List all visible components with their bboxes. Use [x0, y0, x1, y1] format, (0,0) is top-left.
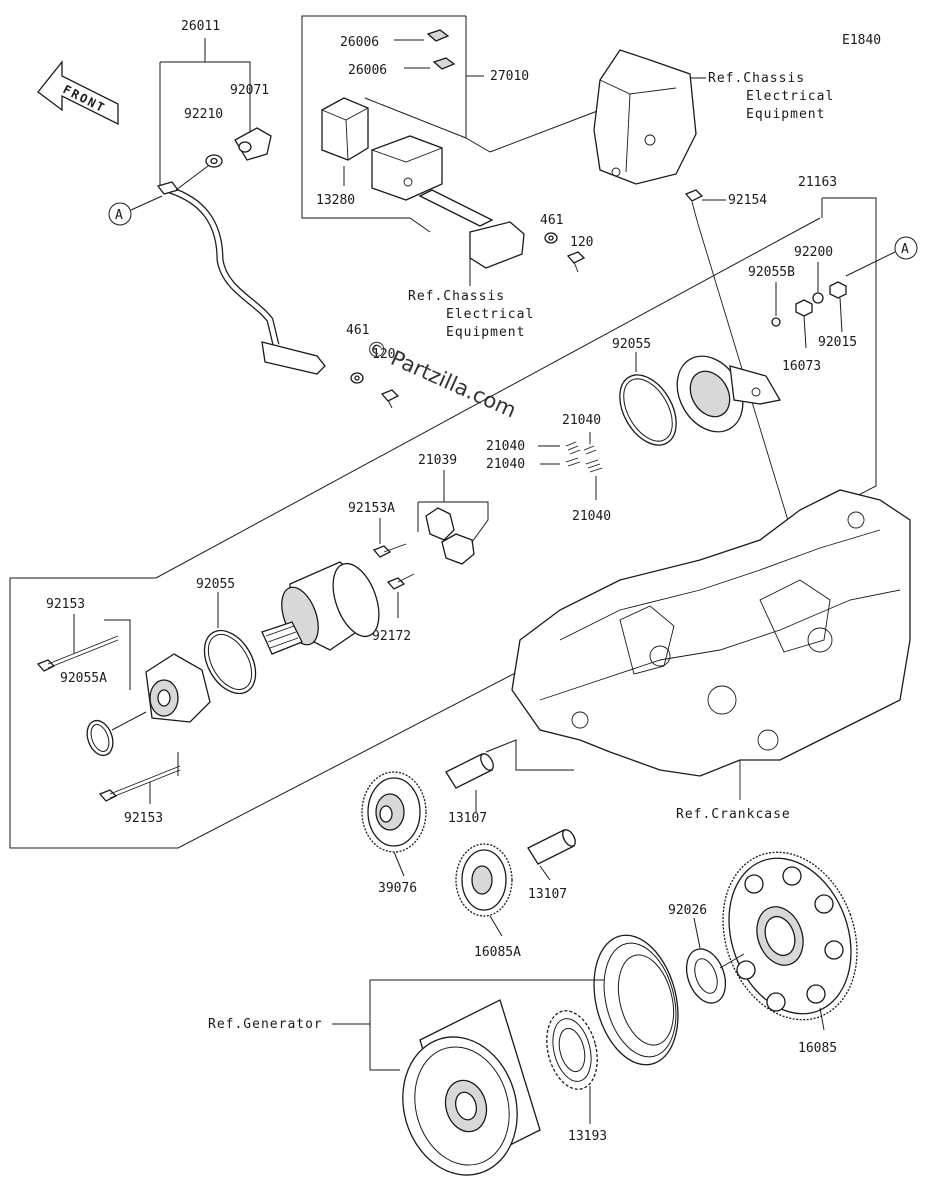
washer-461-lower	[350, 372, 364, 384]
part-label-21040-d[interactable]: 21040	[572, 509, 611, 524]
part-label-16085[interactable]: 16085	[798, 1041, 837, 1056]
gear-16085A	[455, 843, 513, 937]
starter-motor-assembly-frame	[9, 197, 877, 849]
part-label-21163[interactable]: 21163	[798, 175, 837, 190]
part-label-461-lower[interactable]: 461	[346, 323, 369, 338]
crankcase	[511, 489, 911, 800]
washer-461-upper	[544, 232, 558, 244]
washer-92200	[812, 262, 824, 304]
one-way-clutch-13193	[546, 1010, 598, 1124]
part-label-92154[interactable]: 92154	[728, 193, 767, 208]
part-label-92153-upper[interactable]: 92153	[46, 597, 85, 612]
generator-flywheel	[402, 999, 541, 1176]
front-direction-arrow: FRONT	[37, 60, 119, 126]
part-label-16073[interactable]: 16073	[782, 359, 821, 374]
part-label-120-lower[interactable]: 120	[372, 347, 395, 362]
shaft-13107-upper	[445, 753, 494, 812]
ref-chassis-mid-line1[interactable]: Ref.Chassis	[408, 289, 505, 304]
part-label-26011[interactable]: 26011	[181, 19, 220, 34]
starter-cable	[156, 38, 326, 375]
diagram-code: E1840	[842, 33, 881, 48]
screw-92153A	[372, 518, 407, 558]
oring-92055B	[771, 282, 781, 327]
shaft-13107-lower	[527, 829, 576, 881]
part-label-92153A[interactable]: 92153A	[348, 501, 395, 516]
part-label-92055B[interactable]: 92055B	[748, 265, 795, 280]
starter-relay	[371, 135, 525, 269]
part-label-26006-b[interactable]: 26006	[348, 63, 387, 78]
callout-a-right-letter: A	[901, 242, 909, 257]
brush-springs-21040	[538, 432, 603, 500]
part-label-92015[interactable]: 92015	[818, 335, 857, 350]
part-label-92055-upper[interactable]: 92055	[612, 337, 651, 352]
relay-cover-13280	[321, 97, 369, 161]
part-label-92210[interactable]: 92210	[184, 107, 223, 122]
part-label-92071[interactable]: 92071	[230, 83, 269, 98]
washer-92026	[685, 917, 745, 1004]
part-label-92026[interactable]: 92026	[668, 903, 707, 918]
screw-92172	[386, 573, 415, 618]
ref-chassis-top-line2[interactable]: Electrical	[746, 89, 834, 104]
part-label-13193[interactable]: 13193	[568, 1129, 607, 1144]
part-label-461-upper[interactable]: 461	[540, 213, 563, 228]
part-label-13107-lower[interactable]: 13107	[528, 887, 567, 902]
idle-gear-39076	[361, 771, 427, 877]
through-bolt-92153-upper	[36, 614, 119, 672]
part-label-21039[interactable]: 21039	[418, 453, 457, 468]
through-bolt-92153-lower	[98, 765, 181, 804]
bolt-120-upper	[566, 251, 586, 273]
relay-group-frame	[301, 15, 601, 233]
part-label-39076[interactable]: 39076	[378, 881, 417, 896]
ref-chassis-mid-line3[interactable]: Equipment	[446, 325, 525, 340]
ref-generator-bracket	[332, 979, 604, 1071]
ref-chassis-top-line1[interactable]: Ref.Chassis	[708, 71, 805, 86]
oring-92055A	[86, 711, 147, 757]
nut-16073	[795, 299, 813, 349]
part-label-92200[interactable]: 92200	[794, 245, 833, 260]
part-label-27010[interactable]: 27010	[490, 69, 529, 84]
brush-holder-21039	[417, 470, 489, 565]
callout-a-right: A	[845, 236, 918, 277]
starter-rear-cover	[676, 355, 782, 433]
ref-generator[interactable]: Ref.Generator	[208, 1017, 323, 1032]
part-label-92055-lower[interactable]: 92055	[196, 577, 235, 592]
starter-clutch-gear-16085	[722, 851, 858, 1031]
generator-rotor	[593, 934, 679, 1066]
part-label-16085A[interactable]: 16085A	[474, 945, 521, 960]
ref-chassis-top-line3[interactable]: Equipment	[746, 107, 825, 122]
ref-chassis-mid-line2[interactable]: Electrical	[446, 307, 534, 322]
part-label-13280[interactable]: 13280	[316, 193, 355, 208]
oring-92055-lower	[203, 592, 257, 695]
watermark: © Partzilla.com	[362, 335, 520, 423]
callout-a-left-letter: A	[115, 208, 123, 223]
part-label-92172[interactable]: 92172	[372, 629, 411, 644]
part-label-92153-lower[interactable]: 92153	[124, 811, 163, 826]
oring-92055-upper	[619, 352, 677, 446]
starter-motor-yoke	[261, 561, 380, 655]
part-label-120-upper[interactable]: 120	[570, 235, 593, 250]
part-label-21040-b[interactable]: 21040	[486, 439, 525, 454]
fuse-26006-a	[426, 29, 450, 42]
starter-front-cover	[145, 653, 211, 723]
part-label-26006-a[interactable]: 26006	[340, 35, 379, 50]
part-label-92055A[interactable]: 92055A	[60, 671, 107, 686]
ref-crankcase[interactable]: Ref.Crankcase	[676, 807, 791, 822]
part-label-13107-upper[interactable]: 13107	[448, 811, 487, 826]
chassis-bracket-top	[593, 49, 706, 185]
callout-a-left: A	[108, 195, 163, 226]
fuse-26006-b	[432, 57, 456, 70]
nut-92015	[829, 281, 847, 333]
part-label-21040-a[interactable]: 21040	[562, 413, 601, 428]
bolt-120-lower	[380, 389, 400, 409]
part-label-21040-c[interactable]: 21040	[486, 457, 525, 472]
